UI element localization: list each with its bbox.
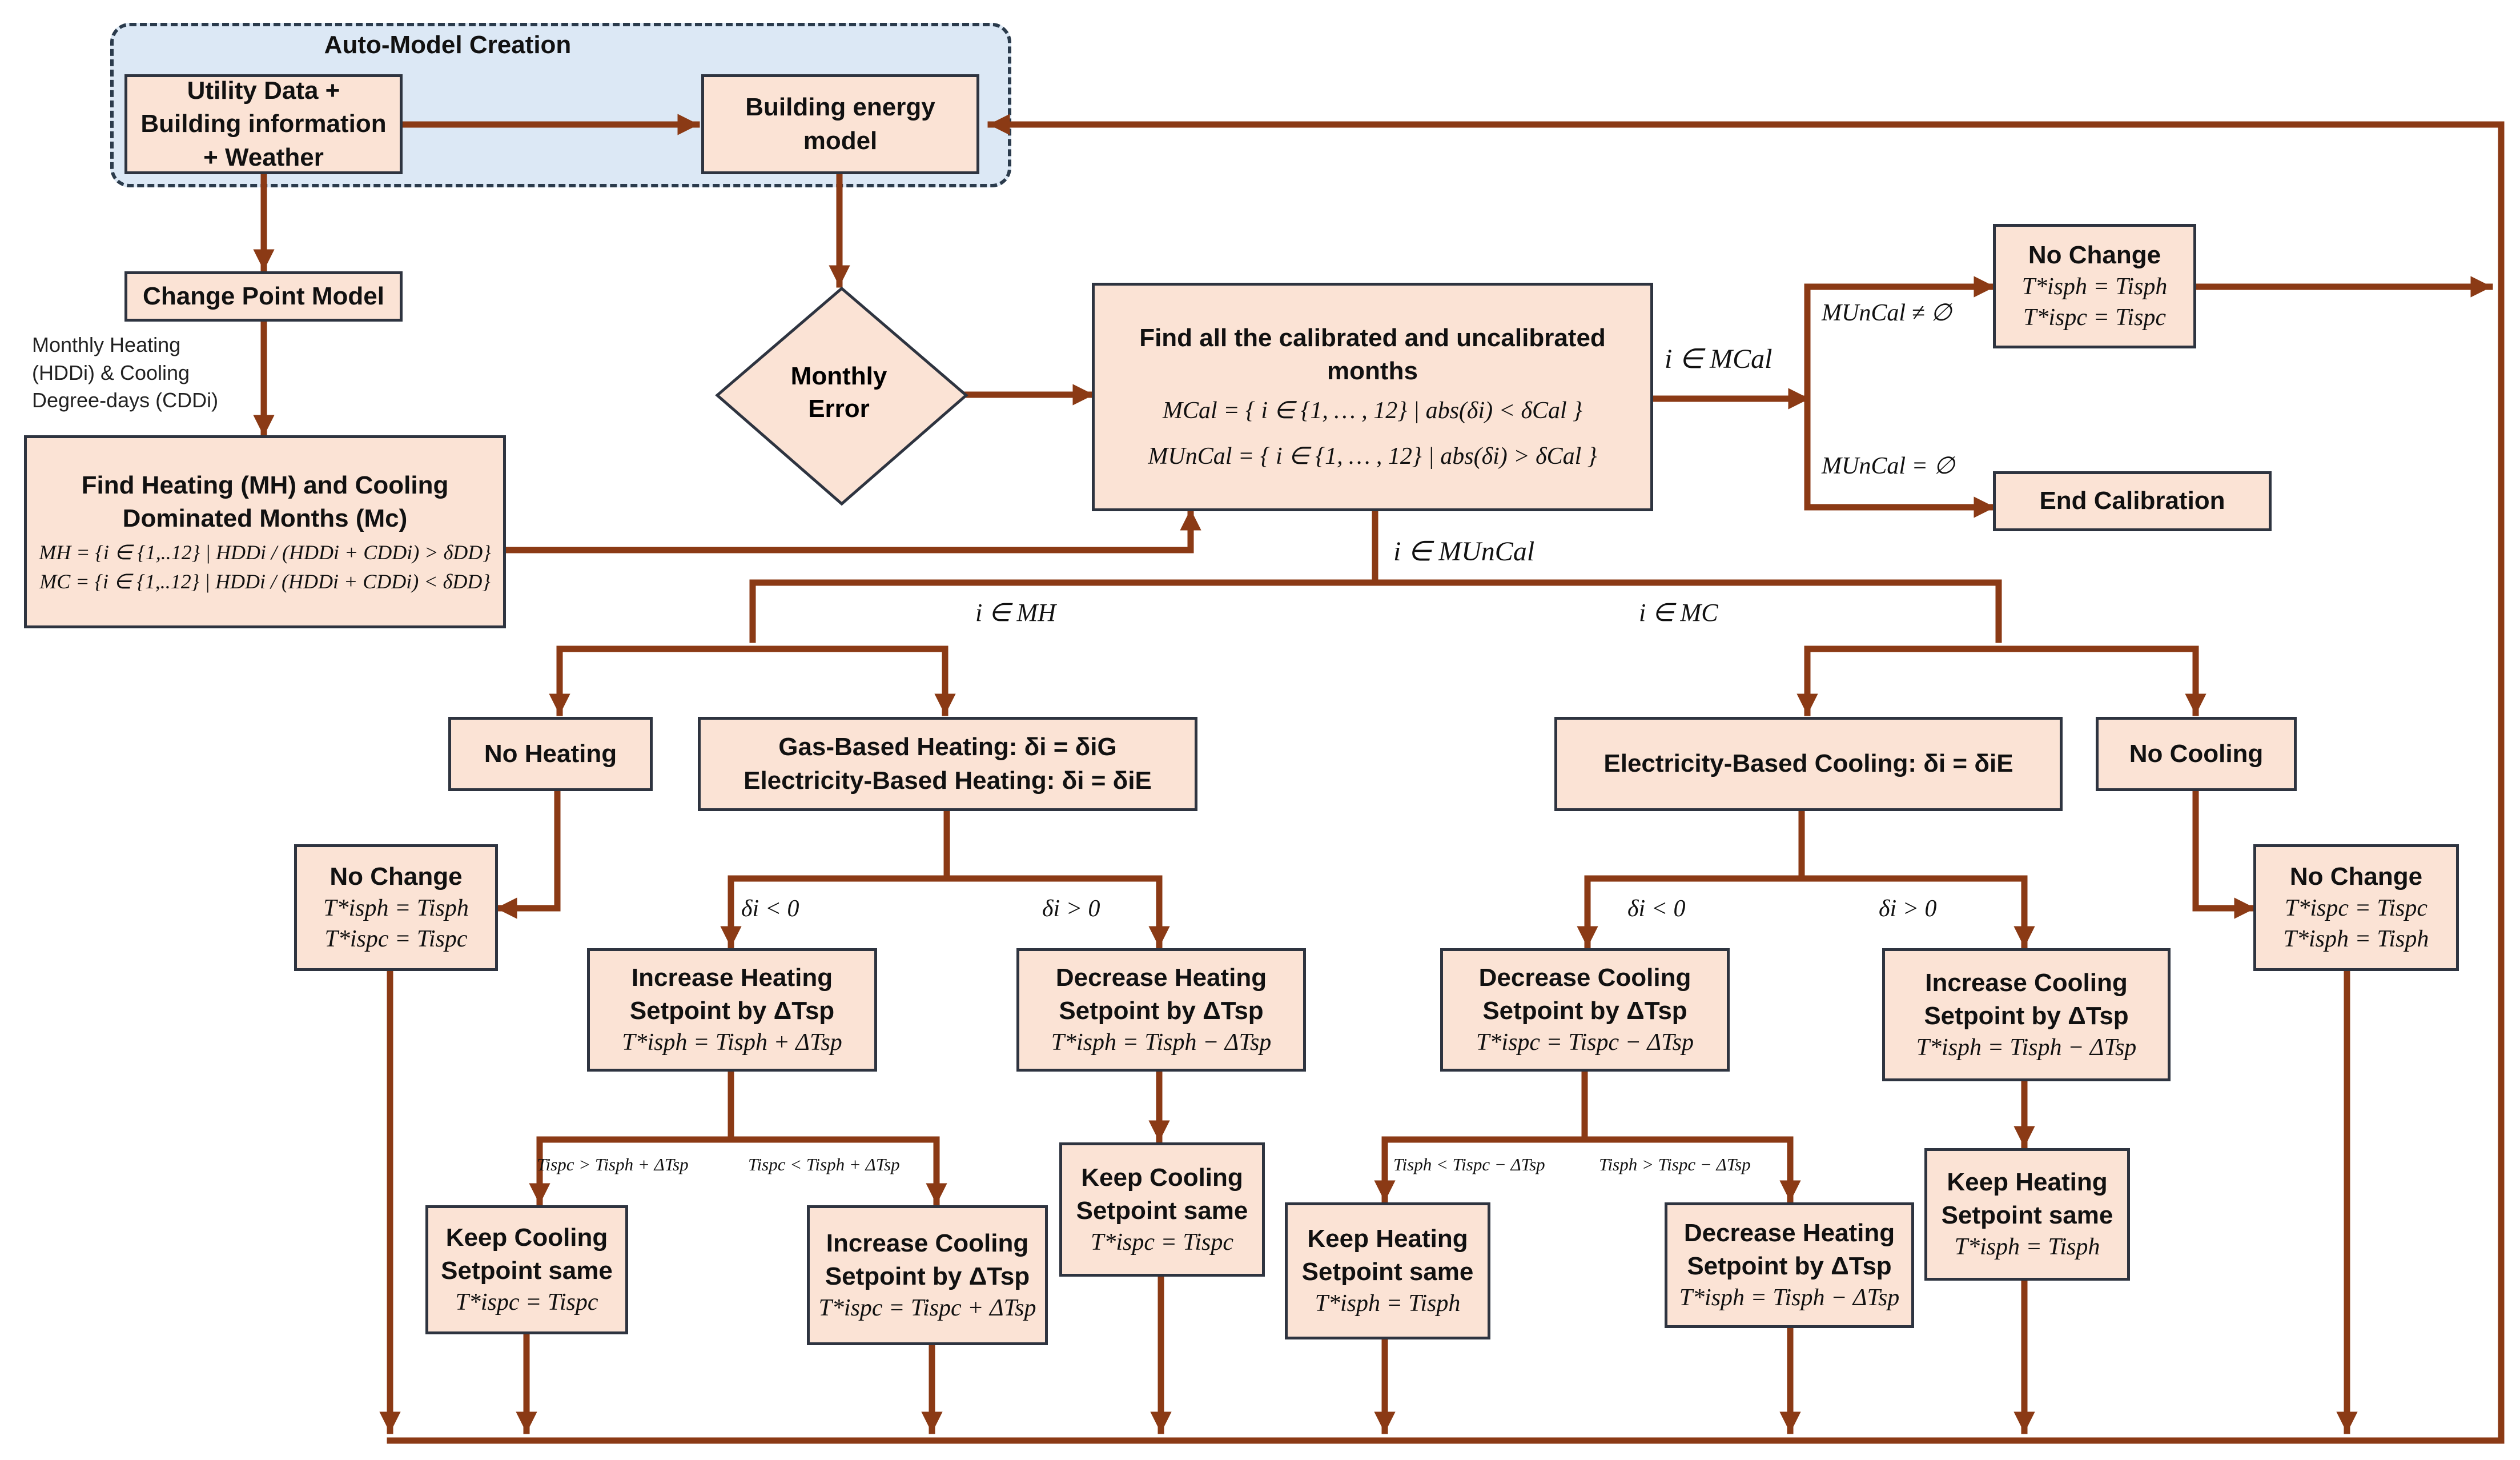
label-cond-heating-right: Tispc < Tisph + ΔTsp (748, 1154, 900, 1174)
label-cond-cooling-left: Tisph < Tispc − ΔTsp (1393, 1154, 1545, 1174)
label-muncal-nonempty: MUnCal ≠ ∅ (1822, 300, 1952, 326)
end-calibration-box: End Calibration (1993, 471, 2272, 531)
label-i-in-mcal: i ∈ MCal (1665, 344, 1773, 374)
increase-cooling-top-box: Increase Cooling Setpoint by ΔTsp T*isph… (1882, 948, 2171, 1081)
label-i-in-mh: i ∈ MH (975, 599, 1056, 627)
change-point-note: Monthly Heating (HDDi) & Cooling Degree-… (32, 333, 219, 412)
increase-cooling-bottom-box: Increase Cooling Setpoint by ΔTsp T*ispc… (807, 1205, 1048, 1345)
keep-heating-1-box: Keep Heating Setpoint same T*isph = Tisp… (1285, 1202, 1490, 1339)
auto-model-title: Auto-Model Creation (324, 31, 572, 59)
monthly-error-diamond (715, 286, 968, 506)
label-cond-heating-left: Tispc > Tisph + ΔTsp (537, 1154, 689, 1174)
decrease-heating-box: Decrease Heating Setpoint by ΔTsp T*isph… (1016, 948, 1306, 1072)
mh-formula: MH = {i ∈ {1,..12} | HDDi / (HDDi + CDDi… (39, 541, 491, 564)
no-heating-box: No Heating (448, 717, 653, 791)
label-delta-neg-cooling: δi < 0 (1627, 896, 1686, 922)
dominated-months-box: Find Heating (MH) and Cooling Dominated … (24, 435, 506, 628)
no-change-left-box: No Change T*isph = Tisph T*ispc = Tispc (294, 844, 498, 971)
no-cooling-box: No Cooling (2096, 717, 2297, 791)
inputs-box: Utility Data + Building information + We… (124, 74, 403, 174)
label-muncal-empty: MUnCal = ∅ (1822, 453, 1955, 479)
label-delta-pos-heating: δi > 0 (1042, 896, 1100, 922)
label-delta-pos-cooling: δi > 0 (1879, 896, 1937, 922)
cooling-type-box: Electricity-Based Cooling: δi = δiE (1554, 717, 2063, 811)
decrease-heating-bottom-box: Decrease Heating Setpoint by ΔTsp T*isph… (1665, 1202, 1914, 1328)
mcal-formula: MCal = { i ∈ {1, … , 12} | abs(δi) < δCa… (1163, 398, 1582, 424)
arrow-dominated-to-calibrated (503, 508, 1201, 553)
heating-types-box: Gas-Based Heating: δi = δiG Electricity-… (698, 717, 1197, 811)
monthly-error-label: Monthly Error (790, 362, 887, 423)
keep-cooling-2-box: Keep Cooling Setpoint same T*ispc = Tisp… (1059, 1142, 1265, 1277)
muncal-formula: MUnCal = { i ∈ {1, … , 12} | abs(δi) > δ… (1148, 443, 1597, 470)
no-change-right-box: No Change T*ispc = Tispc T*isph = Tisph (2253, 844, 2459, 971)
label-i-in-mc: i ∈ MC (1639, 599, 1718, 627)
arrow-nocooling-to-nochange (2192, 788, 2257, 919)
label-i-in-muncal: i ∈ MUnCal (1393, 536, 1535, 567)
arrow-rail-to-model (987, 114, 2505, 1444)
keep-heating-2-box: Keep Heating Setpoint same T*isph = Tisp… (1924, 1148, 2130, 1281)
arrow-noheating-to-nochange (495, 788, 561, 919)
keep-cooling-1-box: Keep Cooling Setpoint same T*ispc = Tisp… (425, 1205, 628, 1334)
energy-model-box: Building energy model (701, 74, 979, 174)
calibrated-months-box: Find all the calibrated and uncalibrated… (1092, 283, 1653, 511)
label-delta-neg-heating: δi < 0 (741, 896, 799, 922)
top-no-change-box: No Change T*isph = Tisph T*ispc = Tispc (1993, 224, 2196, 348)
mc-formula: MC = {i ∈ {1,..12} | HDDi / (HDDi + CDDi… (39, 570, 491, 593)
increase-heating-box: Increase Heating Setpoint by ΔTsp T*isph… (587, 948, 877, 1072)
change-point-box: Change Point Model (124, 271, 403, 322)
label-cond-cooling-right: Tisph > Tispc − ΔTsp (1599, 1154, 1751, 1174)
decrease-cooling-box: Decrease Cooling Setpoint by ΔTsp T*ispc… (1440, 948, 1730, 1072)
